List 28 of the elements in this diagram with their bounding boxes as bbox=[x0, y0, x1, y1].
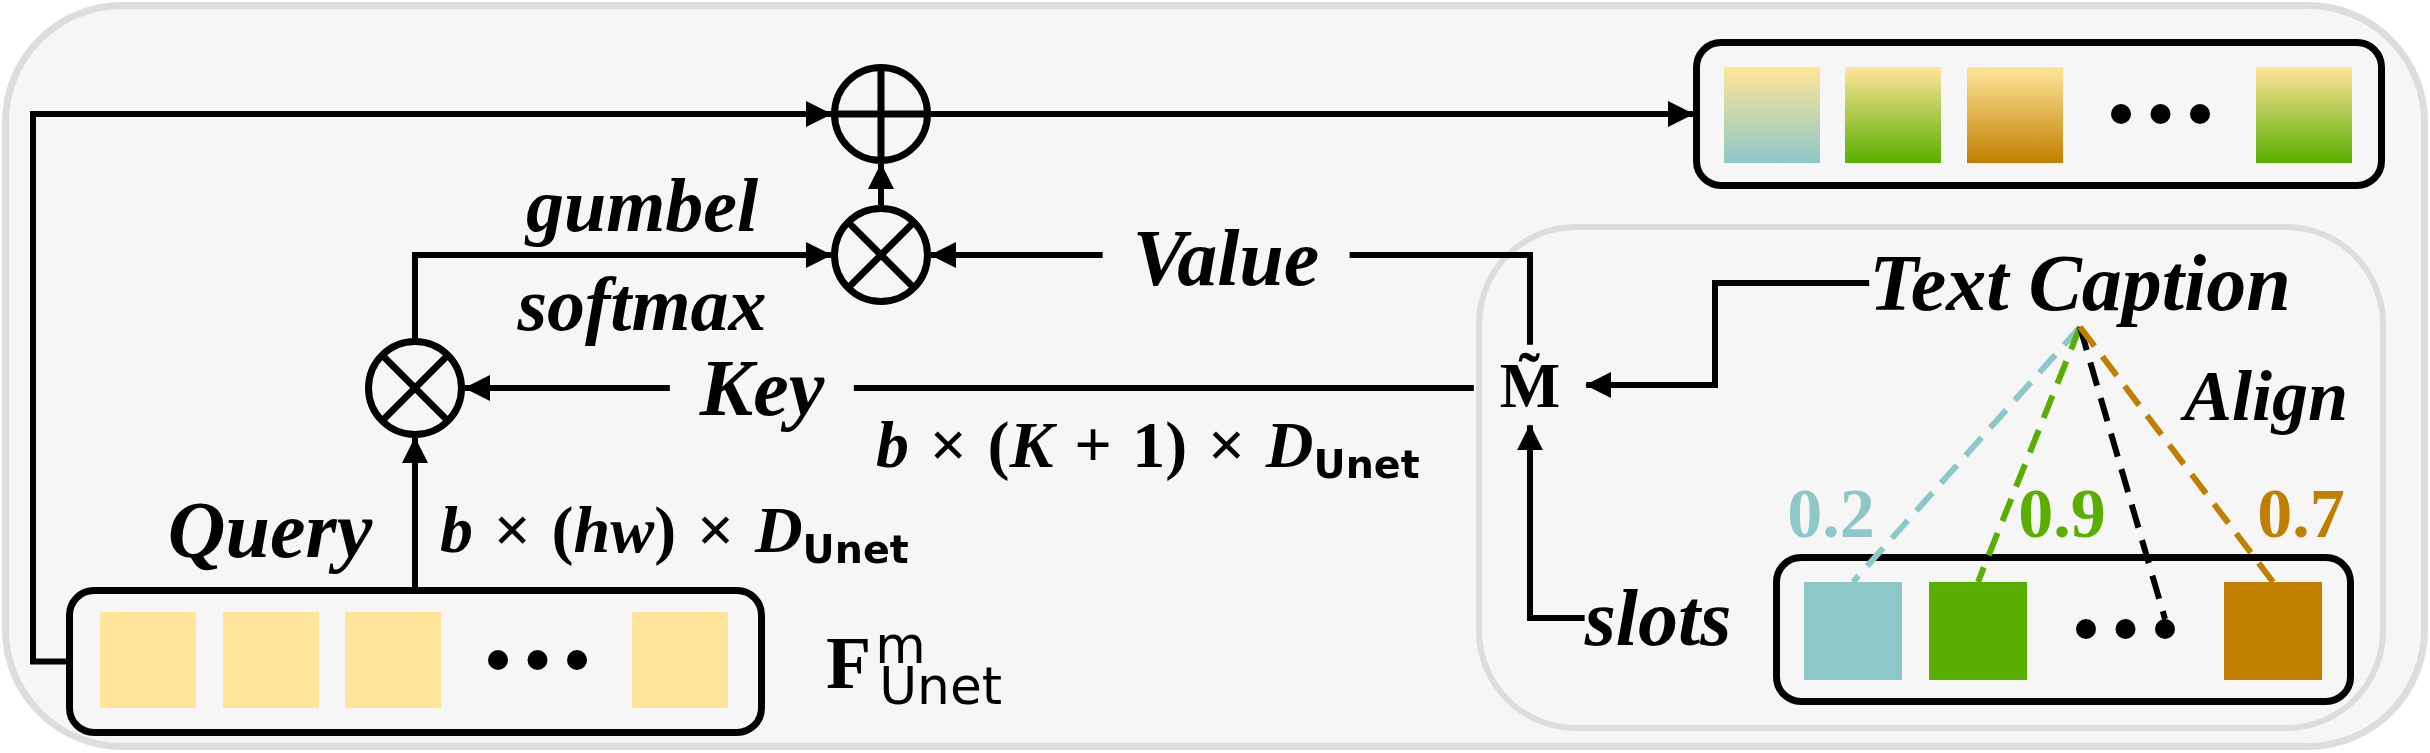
slot-token-icon bbox=[1929, 582, 2027, 680]
circled-times-icon bbox=[365, 338, 465, 438]
edge-label: Query bbox=[167, 486, 373, 574]
dashed-line bbox=[2077, 326, 2168, 620]
score-label: 0.2 bbox=[1787, 474, 1875, 552]
feature-tokens-box bbox=[66, 587, 765, 736]
arrow bbox=[1517, 424, 1585, 621]
matrix-symbol: M̃ bbox=[1473, 344, 1587, 426]
slots-label: slots bbox=[1584, 574, 1732, 662]
text-caption-label: Text Caption bbox=[1869, 239, 2291, 327]
circled-times-icon bbox=[831, 205, 931, 305]
arrow bbox=[402, 437, 428, 587]
slot-token-icon bbox=[2224, 582, 2322, 680]
tensor-shape-label: b × (K + 1) × D$_{Unet}$ bbox=[876, 407, 1420, 483]
arrow bbox=[868, 163, 894, 205]
arrow bbox=[412, 242, 832, 338]
tensor-shape-label: b × (hw) × D$_{Unet}$ bbox=[440, 492, 909, 568]
slot-token-icon bbox=[1804, 582, 1902, 680]
arrow bbox=[30, 101, 832, 665]
arrow bbox=[931, 101, 1694, 127]
ellipsis-icon bbox=[2076, 619, 2175, 639]
score-label: 0.9 bbox=[2018, 474, 2106, 552]
dashed-line bbox=[2077, 325, 2276, 584]
output-tokens-box bbox=[1693, 39, 2385, 189]
arrow bbox=[1585, 280, 1870, 398]
score-label: 0.7 bbox=[2257, 474, 2345, 552]
circled-plus-icon bbox=[831, 64, 931, 164]
slot-tokens-box bbox=[1773, 554, 2354, 705]
